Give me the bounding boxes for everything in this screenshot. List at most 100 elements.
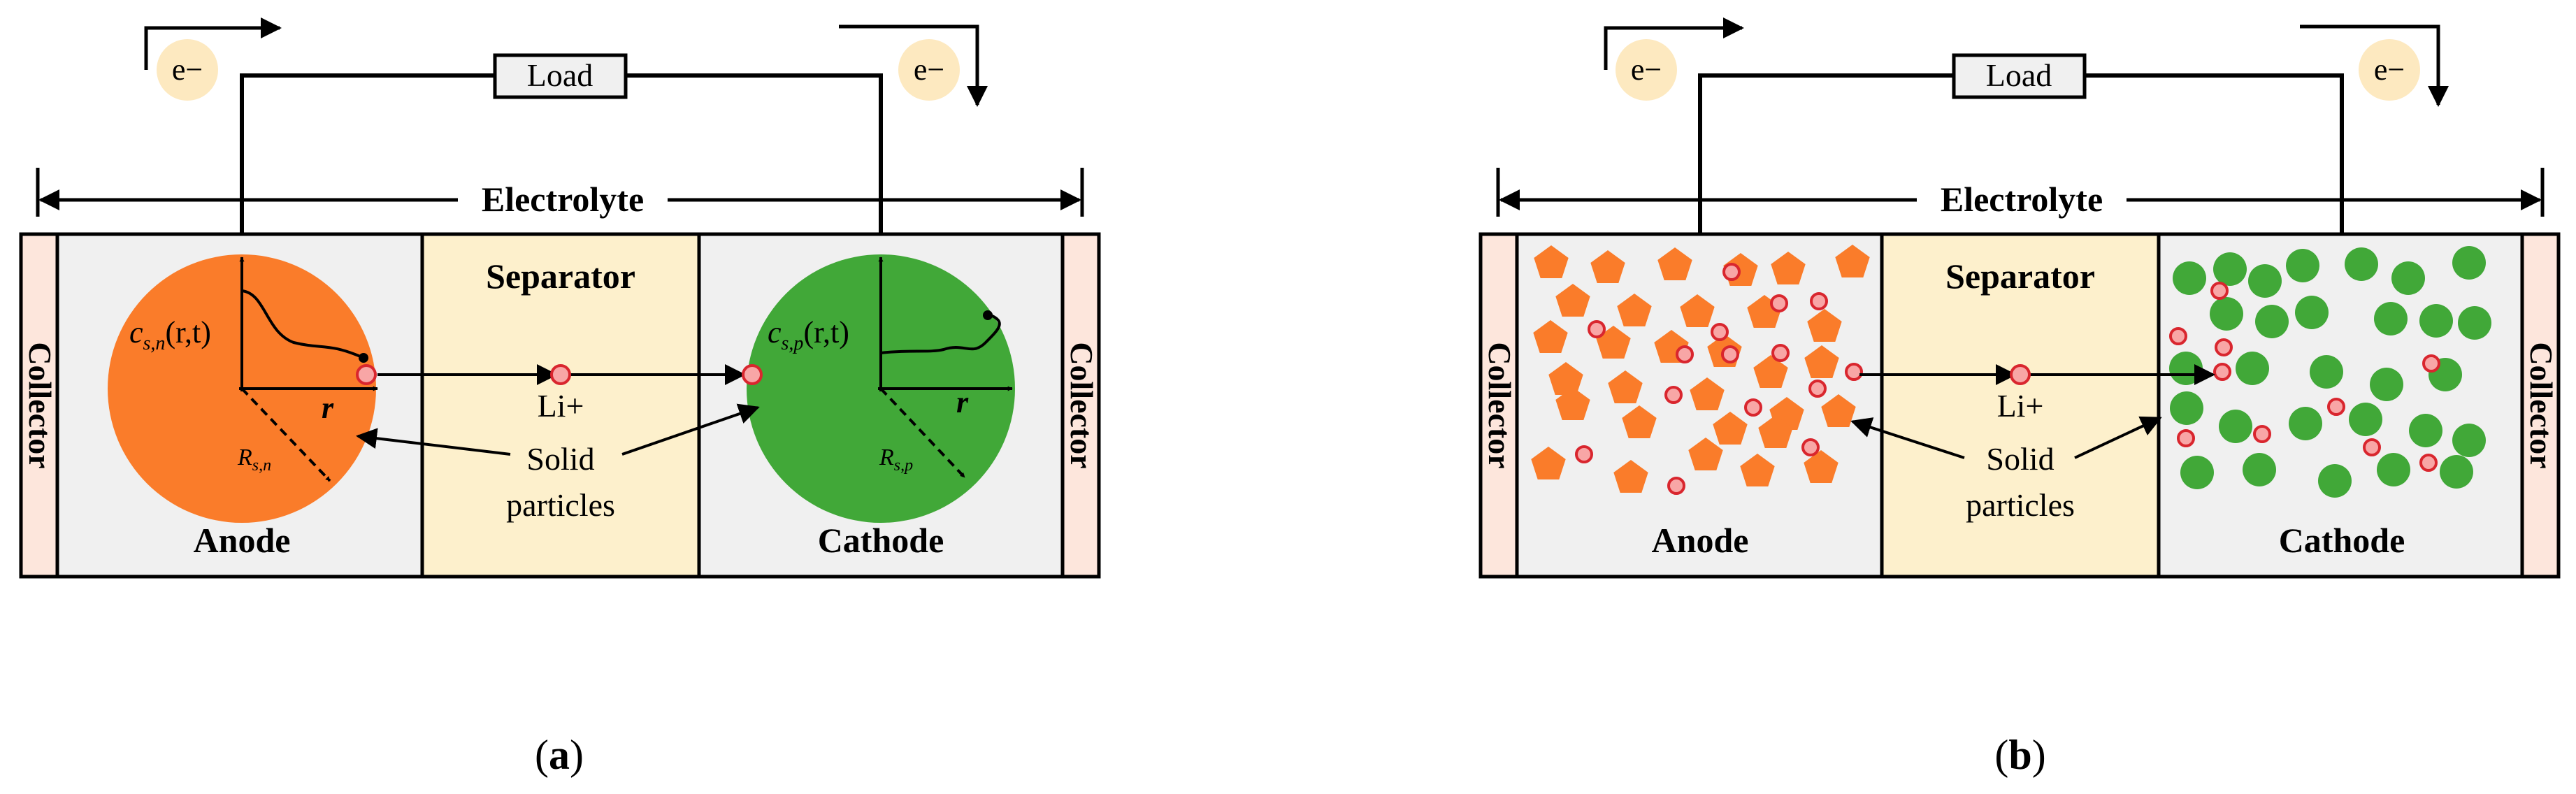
li-ion — [742, 364, 763, 385]
solid-label: Solid — [526, 441, 594, 477]
li-ion — [1845, 363, 1863, 381]
cathode-particle-sphere — [2170, 391, 2203, 425]
li-ion — [1771, 344, 1790, 362]
anode-particle-pentagon — [1807, 309, 1842, 342]
li-ion — [2177, 429, 2195, 447]
load-label: Load — [1986, 57, 2052, 93]
li-ion — [2422, 354, 2440, 373]
anode-particle-pentagon — [1835, 245, 1870, 277]
anode-particle-pentagon — [1690, 377, 1725, 410]
li-ion — [1711, 323, 1729, 341]
anode-particle-pentagon — [1617, 294, 1652, 326]
collector-right — [1060, 232, 1101, 579]
li-ion — [1722, 263, 1741, 281]
li-ion — [1808, 380, 1827, 398]
electron-badge — [157, 39, 218, 101]
li-ion-label: Li+ — [1997, 388, 2044, 424]
anode-particles — [1531, 245, 1870, 493]
electron-label: e− — [1631, 52, 1662, 87]
separator-label: Separator — [1945, 257, 2095, 296]
anode-particle-pentagon — [1740, 454, 1775, 486]
cathode-particle-sphere — [2286, 249, 2319, 282]
li-ion — [2327, 398, 2345, 416]
cathode-particle-sphere — [2248, 264, 2282, 298]
anode-label: Anode — [194, 521, 291, 560]
li-ion — [1667, 477, 1685, 495]
cathode-particle-sphere — [2289, 407, 2322, 440]
anode-particle-pentagon — [1804, 450, 1839, 483]
li-ion — [2215, 338, 2233, 356]
cathode-particle-sphere — [2210, 297, 2243, 331]
cathode-particle-sphere — [2255, 305, 2289, 338]
li-ion — [2253, 425, 2271, 443]
anode-particle-pentagon — [1555, 387, 1590, 420]
collector-left-label: Collector — [22, 342, 58, 468]
li-ion — [2363, 438, 2381, 456]
cathode-particle-sphere — [2243, 453, 2276, 486]
electron-badge — [898, 39, 960, 101]
electrolyte-label: Electrolyte — [1941, 180, 2103, 219]
anode-particle-pentagon — [1555, 284, 1590, 317]
cathode-particle-sphere — [2318, 464, 2352, 498]
anode-radius-label: Rs,n — [237, 445, 271, 475]
anode-particle-pentagon — [1821, 394, 1856, 427]
cathode-particle-sphere — [2452, 246, 2486, 280]
li-ion-transport-b: Li+ Solid particles — [1850, 364, 2215, 523]
li-ion — [1721, 345, 1739, 363]
electron-label: e− — [2374, 52, 2405, 87]
cathode-particle-sphere — [2219, 410, 2252, 443]
anode-particle-pentagon — [1758, 415, 1793, 448]
cathode-particle-sphere — [2180, 456, 2214, 489]
li-ion — [1676, 345, 1694, 363]
cathode-particle-sphere — [2295, 296, 2329, 329]
cathode-particle-sphere — [2440, 455, 2473, 489]
li-ion-transport-a: Li+ Solid particles — [356, 364, 763, 523]
collector-right-label: Collector — [2524, 342, 2559, 468]
anode-particle-pentagon — [1622, 405, 1657, 438]
anode-particle-pentagon — [1608, 370, 1643, 403]
electron-flow-left-a: e− — [144, 17, 282, 101]
cathode-particle: cs,p(r,t) r Rs,p — [747, 254, 1015, 523]
anode-particle-pentagon — [1533, 320, 1568, 353]
cathode-particle-sphere — [2377, 453, 2410, 486]
cathode-label: Cathode — [2279, 521, 2405, 560]
cathode-particle-sphere — [2169, 352, 2203, 385]
cathode-particle-sphere — [2345, 247, 2378, 281]
anode-particle-pentagon — [1548, 362, 1583, 395]
cathode-concentration-curve — [880, 313, 1001, 354]
separator-label: Separator — [486, 257, 635, 296]
solid-label: Solid — [1986, 441, 2054, 477]
anode-particle-pentagon — [1657, 247, 1692, 280]
anode-label: Anode — [1652, 521, 1749, 560]
cathode-particle-sphere — [2236, 352, 2269, 385]
anode-particle-pentagon — [1534, 245, 1569, 278]
li-ion — [1664, 386, 1683, 404]
li-ion — [550, 364, 571, 385]
cathode-particle-sphere — [2452, 424, 2486, 457]
anode-particle-pentagon — [1590, 250, 1625, 283]
cathode-particles — [2169, 246, 2491, 498]
cathode-particle-sphere — [2173, 261, 2206, 295]
electron-flow-right-b: e− — [2300, 24, 2449, 107]
cathode-particle-sphere — [2310, 355, 2343, 389]
electron-label: e− — [172, 52, 203, 87]
electrolyte-span-b: Electrolyte — [1496, 168, 2545, 219]
panel-a: Load e− e− Electrolyte Collect — [19, 17, 1101, 579]
anode-concentration-curve — [241, 289, 364, 359]
anode-particle-pentagon — [1596, 326, 1631, 359]
caption-b: (b) — [1994, 732, 2045, 778]
li-ion — [1810, 292, 1828, 310]
cathode-label: Cathode — [818, 521, 944, 560]
anode-particle-pentagon — [1613, 460, 1648, 493]
external-circuit-b: Load — [1698, 53, 2344, 234]
cathode-particle-sphere — [2391, 261, 2425, 295]
anode-particle-pentagon — [1771, 252, 1806, 284]
particles-label: particles — [1966, 487, 2075, 523]
external-circuit-a: Load — [240, 53, 883, 234]
electron-badge — [1616, 39, 1677, 101]
cathode-particle-sphere — [2349, 403, 2382, 436]
load-label: Load — [527, 57, 593, 93]
cathode-radius-var: r — [956, 385, 969, 419]
li-ion — [356, 364, 377, 385]
